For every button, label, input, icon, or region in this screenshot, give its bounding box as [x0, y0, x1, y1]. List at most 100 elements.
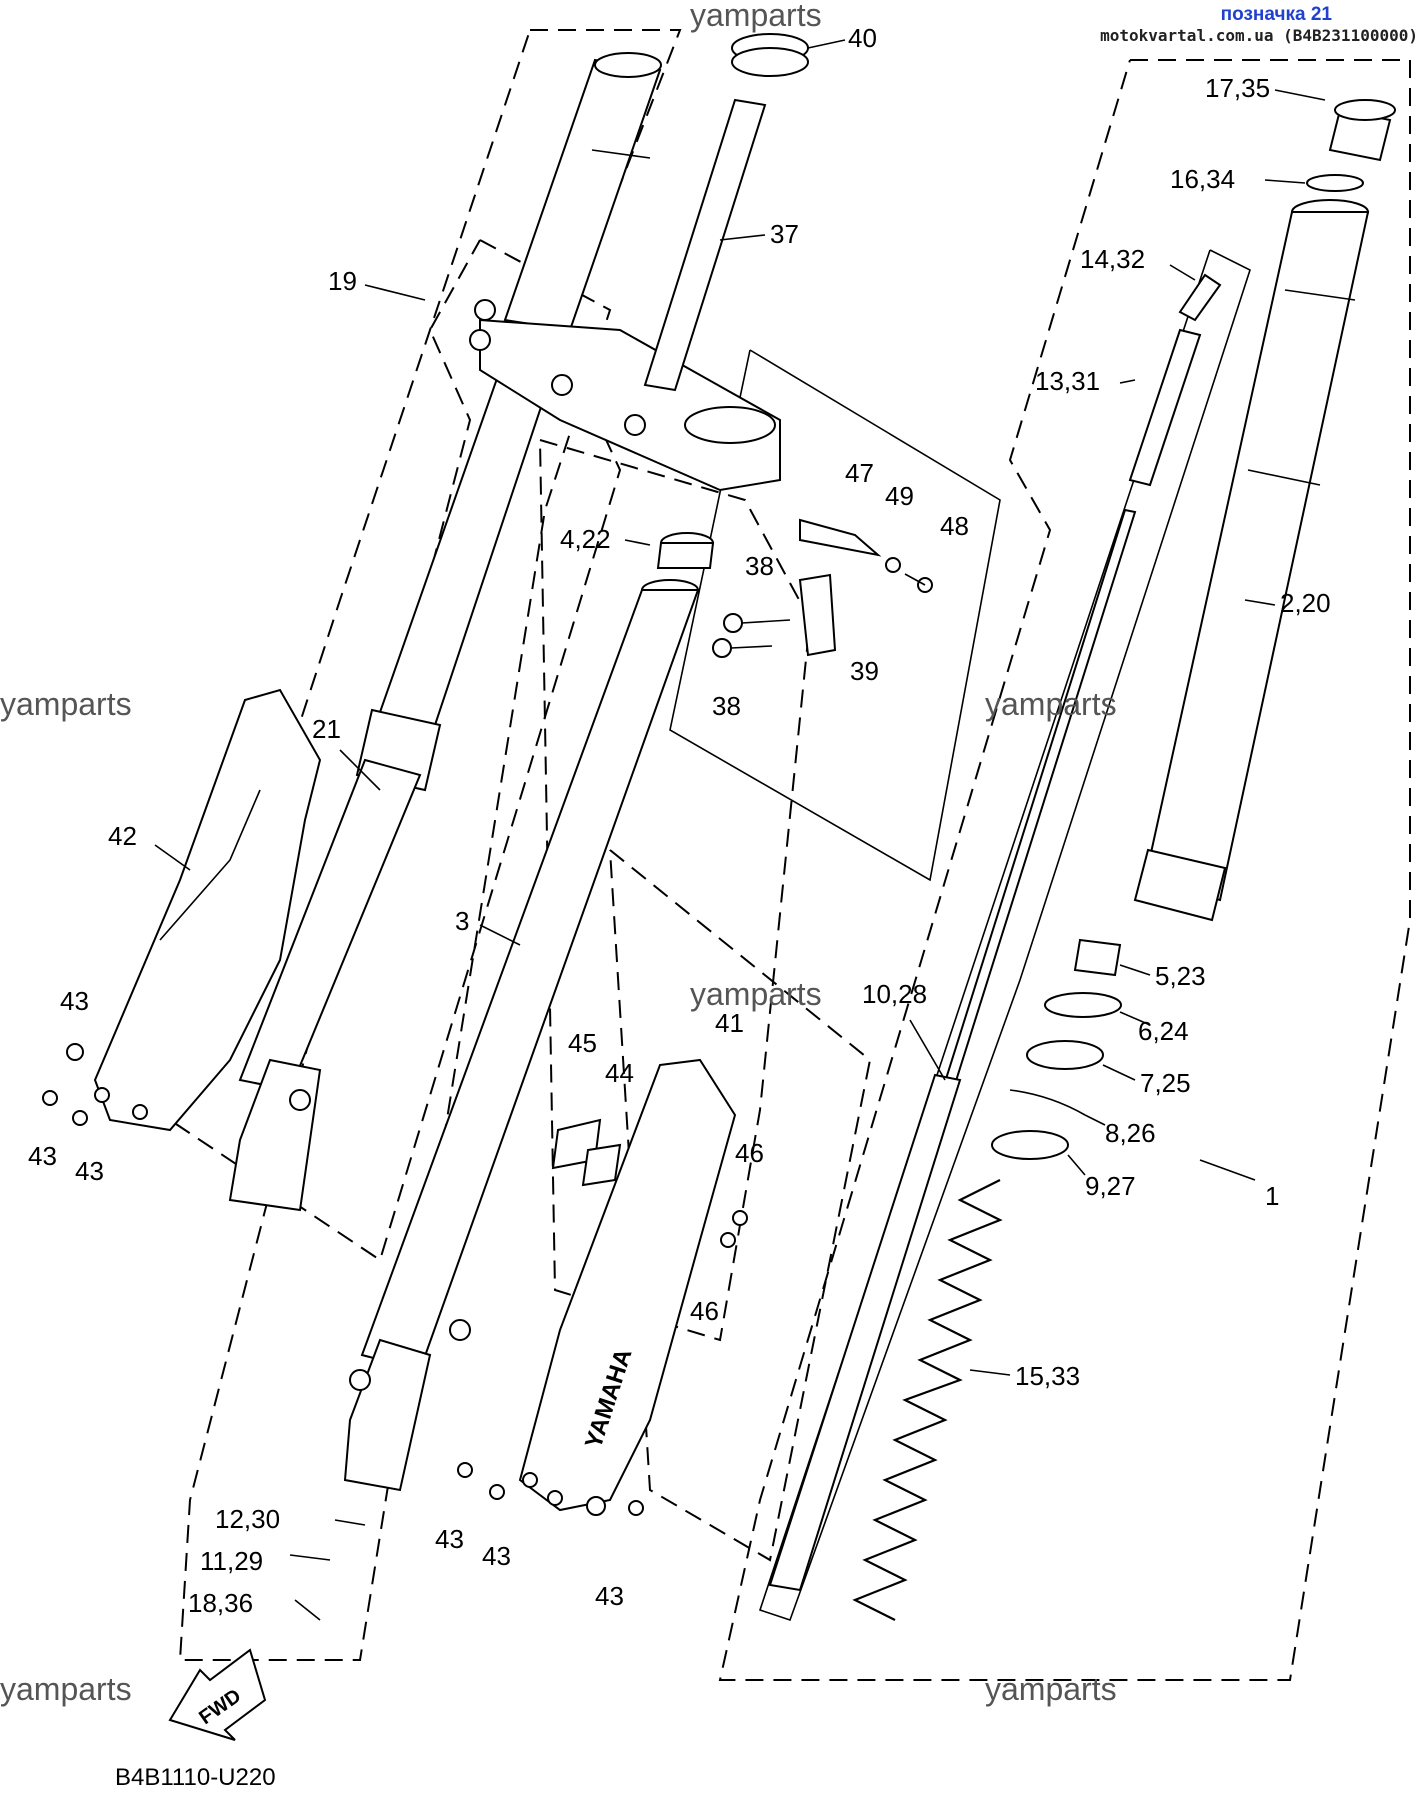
callout-1[interactable]: 1 — [1265, 1181, 1279, 1211]
clamp-bolt-4 — [624, 414, 646, 436]
nut-14-32 — [1178, 273, 1222, 322]
leader-lines — [154, 39, 1326, 1621]
fwd-arrow: FWD — [168, 1648, 267, 1741]
callout-43c[interactable]: 43 — [75, 1156, 104, 1186]
steering-head-ring — [684, 406, 776, 444]
leader-6-24 — [1119, 1011, 1151, 1026]
callout-13-31[interactable]: 13,31 — [1035, 366, 1100, 396]
left-fork-assembly — [228, 52, 662, 1212]
callout-12-30[interactable]: 12,30 — [215, 1504, 280, 1534]
collar-4-22-body — [656, 542, 715, 569]
leader-4-22 — [624, 539, 651, 546]
watermark-bottom-right: yamparts — [985, 1671, 1117, 1707]
callout-2-20[interactable]: 2,20 — [1280, 588, 1331, 618]
upper-triple-clamp — [469, 299, 781, 492]
outer-tube-seal — [1133, 848, 1227, 922]
left-axle-holder — [228, 1058, 322, 1212]
outer-tube-2-20 — [1143, 211, 1370, 902]
callout-43e[interactable]: 43 — [482, 1541, 511, 1571]
leader-16-34 — [1264, 179, 1306, 184]
callout-37[interactable]: 37 — [770, 219, 799, 249]
bracket-44 — [581, 1143, 622, 1187]
callout-47[interactable]: 47 — [845, 458, 874, 488]
callout-38a[interactable]: 38 — [745, 551, 774, 581]
bolt-38-lower — [712, 638, 732, 658]
left-outer-tube-top — [503, 58, 662, 332]
callout-10-28[interactable]: 10,28 — [862, 979, 927, 1009]
callout-48[interactable]: 48 — [940, 511, 969, 541]
callout-39[interactable]: 39 — [850, 656, 879, 686]
triple-clamp-body — [479, 318, 781, 492]
guard-41-hole-1 — [522, 1472, 538, 1488]
leader-10-28 — [909, 1019, 946, 1081]
bolts — [42, 557, 933, 1516]
leader-8-26 — [1084, 1114, 1106, 1126]
callout-11-29[interactable]: 11,29 — [200, 1546, 263, 1576]
diagram-title[interactable]: позначка 21 — [1220, 4, 1332, 25]
watermark-top: yamparts — [690, 0, 822, 33]
bracket-39 — [798, 573, 837, 657]
leader-12-30 — [334, 1519, 366, 1526]
left-fork-boundary — [168, 29, 682, 1262]
bolt-38-upper-shank — [741, 619, 791, 624]
callout-14-32[interactable]: 14,32 — [1080, 244, 1145, 274]
center-boundary — [539, 439, 812, 1342]
leader-5-23 — [1119, 964, 1151, 976]
right-fork-boundary — [718, 59, 1411, 1681]
callout-43b[interactable]: 43 — [28, 1141, 57, 1171]
callout-49[interactable]: 49 — [885, 481, 914, 511]
washer-49 — [885, 557, 901, 573]
callout-43a[interactable]: 43 — [60, 986, 89, 1016]
callout-43d[interactable]: 43 — [435, 1524, 464, 1554]
guard-41-body — [518, 1058, 737, 1512]
callout-9-27[interactable]: 9,27 — [1085, 1171, 1136, 1201]
callout-46a[interactable]: 46 — [735, 1138, 764, 1168]
clamp-bolt-3 — [551, 374, 573, 396]
callout-21[interactable]: 21 — [312, 714, 341, 744]
callout-18-36[interactable]: 18,36 — [188, 1588, 253, 1618]
leader-40 — [807, 39, 846, 49]
callout-6-24[interactable]: 6,24 — [1138, 1016, 1189, 1046]
callout-41[interactable]: 41 — [715, 1008, 744, 1038]
brackets — [551, 518, 882, 1187]
callout-16-34[interactable]: 16,34 — [1170, 164, 1235, 194]
center-axle-bolt-2 — [449, 1319, 471, 1341]
callout-15-33[interactable]: 15,33 — [1015, 1361, 1080, 1391]
leader-2-20 — [1244, 599, 1276, 606]
guard-42-hole-2 — [132, 1104, 148, 1120]
callout-38b[interactable]: 38 — [712, 691, 741, 721]
callout-44[interactable]: 44 — [605, 1058, 634, 1088]
washer-6-24 — [1044, 992, 1122, 1018]
o-ring-16-34 — [1306, 174, 1364, 192]
fork-guard-42 — [93, 688, 322, 1132]
callout-4-22[interactable]: 4,22 — [560, 524, 611, 554]
callout-8-26[interactable]: 8,26 — [1105, 1118, 1156, 1148]
watermark-bottom-left: yamparts — [0, 1671, 132, 1707]
watermark-right: yamparts — [985, 686, 1117, 722]
watermark-left: yamparts — [0, 686, 132, 722]
cylinder-10-28 — [768, 1073, 962, 1592]
screw-46-b — [720, 1232, 736, 1248]
callout-7-25[interactable]: 7,25 — [1140, 1068, 1191, 1098]
callout-17-35[interactable]: 17,35 — [1205, 73, 1270, 103]
fwd-arrow-shape — [168, 1648, 267, 1741]
callout-42[interactable]: 42 — [108, 821, 137, 851]
callout-3[interactable]: 3 — [455, 906, 469, 936]
callout-19[interactable]: 19 — [328, 266, 357, 296]
bracket-47 — [799, 518, 882, 557]
watermarks: yamparts yamparts yamparts yamparts yamp… — [0, 0, 1117, 1707]
leader-17-35 — [1274, 89, 1326, 101]
callout-43f[interactable]: 43 — [595, 1581, 624, 1611]
left-tube-cap — [594, 52, 662, 78]
callout-45[interactable]: 45 — [568, 1028, 597, 1058]
bolt-38-upper — [723, 613, 743, 633]
watermark-center: yamparts — [690, 976, 822, 1012]
leader-19 — [364, 284, 426, 301]
callout-46b[interactable]: 46 — [690, 1296, 719, 1326]
callout-40[interactable]: 40 — [848, 23, 877, 53]
center-fork-assembly — [343, 532, 715, 1492]
spring-15-33 — [852, 1179, 1003, 1621]
callout-5-23[interactable]: 5,23 — [1155, 961, 1206, 991]
